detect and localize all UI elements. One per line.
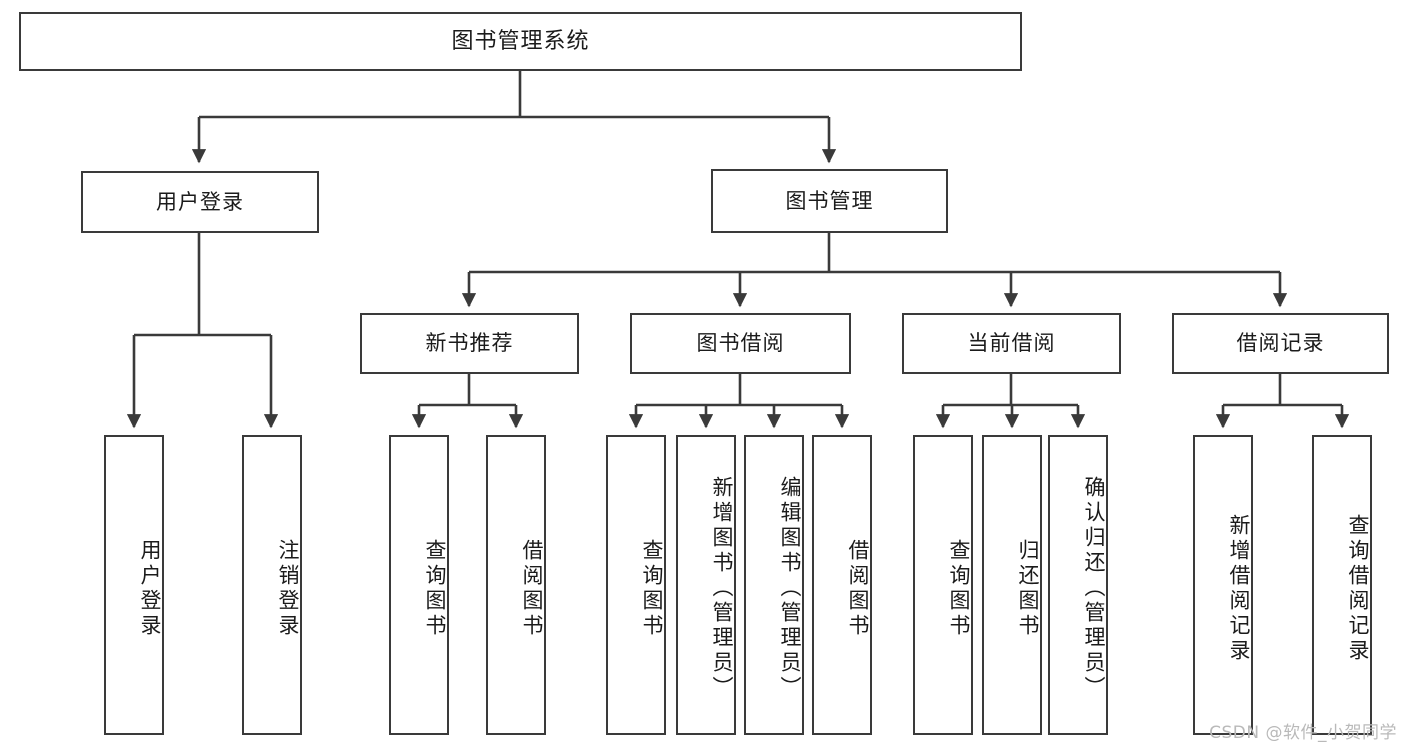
leaf-user-login-logout[interactable]: 注销登录 xyxy=(242,435,302,735)
leaf-borrow-record-add[interactable]: 新增借阅记录 xyxy=(1193,435,1253,735)
csdn-watermark: CSDN @软件_小贺同学 xyxy=(1209,723,1397,743)
leaf-new-book-query[interactable]: 查询图书 xyxy=(389,435,449,735)
node-new-book-recommend[interactable]: 新书推荐 xyxy=(360,313,579,374)
node-user-login[interactable]: 用户登录 xyxy=(81,171,319,233)
node-book-borrow[interactable]: 图书借阅 xyxy=(630,313,851,374)
leaf-user-login-login[interactable]: 用户登录 xyxy=(104,435,164,735)
leaf-new-book-borrow[interactable]: 借阅图书 xyxy=(486,435,546,735)
leaf-current-borrow-query[interactable]: 查询图书 xyxy=(913,435,973,735)
node-current-borrow[interactable]: 当前借阅 xyxy=(902,313,1121,374)
leaf-book-borrow-query[interactable]: 查询图书 xyxy=(606,435,666,735)
leaf-current-borrow-confirm-admin[interactable]: 确认归还（管理员） xyxy=(1048,435,1108,735)
node-root-system[interactable]: 图书管理系统 xyxy=(19,12,1022,71)
leaf-book-borrow-add-admin[interactable]: 新增图书（管理员） xyxy=(676,435,736,735)
leaf-book-borrow-edit-admin[interactable]: 编辑图书（管理员） xyxy=(744,435,804,735)
leaf-book-borrow-borrow[interactable]: 借阅图书 xyxy=(812,435,872,735)
node-book-management[interactable]: 图书管理 xyxy=(711,169,948,233)
node-borrow-record[interactable]: 借阅记录 xyxy=(1172,313,1389,374)
leaf-current-borrow-return[interactable]: 归还图书 xyxy=(982,435,1042,735)
leaf-borrow-record-query[interactable]: 查询借阅记录 xyxy=(1312,435,1372,735)
